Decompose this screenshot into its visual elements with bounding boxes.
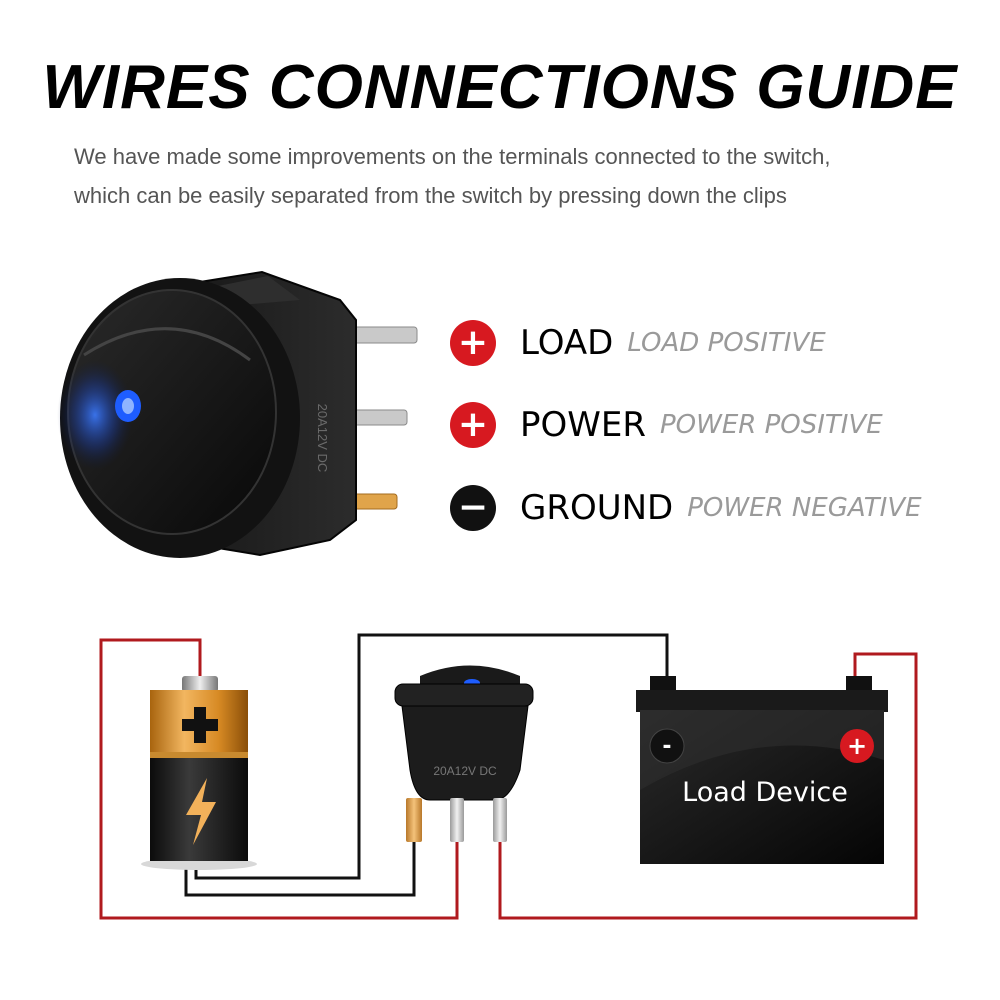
legend-load-description: LOAD POSITIVE — [627, 328, 826, 358]
legend-power-description: POWER POSITIVE — [660, 410, 883, 440]
switch-marking: 20A12V DC — [315, 404, 330, 473]
red-wires — [99, 638, 918, 920]
page-title: WIRES CONNECTIONS GUIDE — [42, 53, 958, 122]
legend-ground-description: POWER NEGATIVE — [687, 493, 922, 523]
subtitle-line-1: We have made some improvements on the te… — [74, 144, 831, 169]
battery-icon — [141, 676, 257, 870]
plus-icon: + — [450, 402, 496, 448]
subtitle-line-2: which can be easily separated from the s… — [74, 183, 787, 208]
rocker-switch-icon: 20A12V DC — [394, 665, 534, 842]
wiring-diagram: 20A12V DC - + Load Device — [99, 633, 918, 920]
small-switch-marking: 20A12V DC — [433, 764, 497, 778]
legend-ground-label: GROUND — [520, 488, 674, 528]
black-wires — [184, 633, 669, 897]
legend-power-label: POWER — [520, 405, 646, 445]
load-device-icon: - + Load Device — [636, 676, 888, 864]
legend-power: + POWER POWER POSITIVE — [450, 400, 883, 450]
load-plus-sign: + — [847, 732, 867, 760]
minus-icon: − — [450, 485, 496, 531]
legend-load: + LOAD LOAD POSITIVE — [450, 318, 826, 368]
load-minus-sign: - — [662, 734, 671, 759]
lightning-icon — [186, 778, 216, 845]
legend-load-label: LOAD — [520, 323, 614, 363]
legend-ground: − GROUND POWER NEGATIVE — [450, 483, 922, 533]
load-device-label: Load Device — [682, 777, 848, 808]
plus-icon: + — [450, 320, 496, 366]
